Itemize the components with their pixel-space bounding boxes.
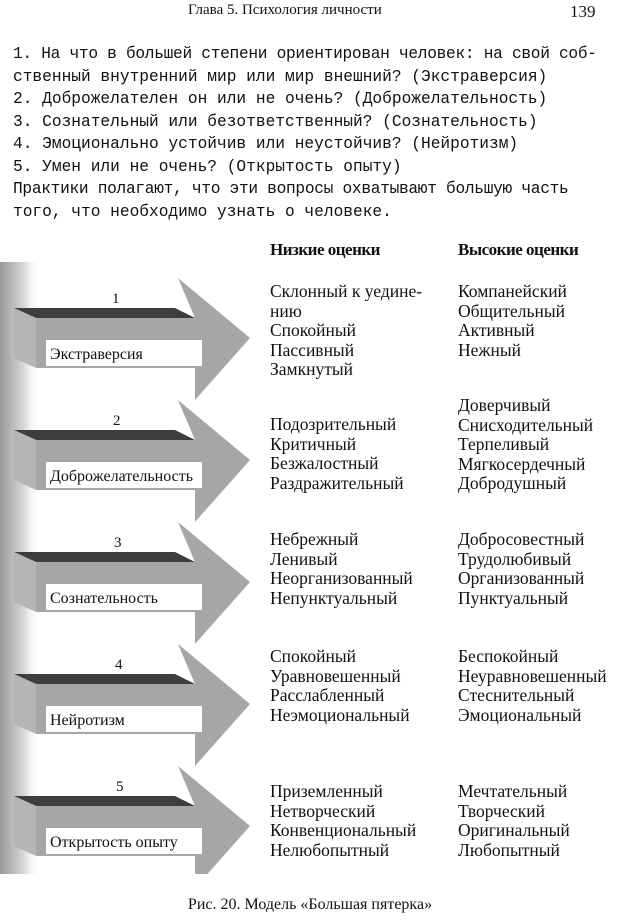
factor-label-box: [46, 584, 202, 610]
trait-item: Ленивый: [270, 548, 338, 569]
trait-item: Непунктуальный: [270, 587, 398, 608]
arrow-body: [36, 522, 250, 644]
trait-item: Уравновешенный: [270, 665, 401, 686]
trait-item: Организованный: [458, 568, 585, 589]
trait-item: Оригинальный: [458, 820, 570, 841]
trait-item: Замкнутый: [270, 359, 353, 380]
body-line: 1. На что в большей степени ориентирован…: [13, 45, 597, 63]
trait-item: Беспокойный: [458, 646, 559, 666]
arrow-side-face: [14, 674, 36, 734]
factor-name: Доброжелательность: [50, 468, 193, 485]
trait-item: Снисходительный: [458, 414, 594, 435]
trait-item: Любопытный: [458, 839, 560, 860]
trait-item: Подозрительный: [270, 414, 397, 434]
body-line: 5. Умен или не очень? (Открытость опыту): [13, 157, 402, 176]
trait-item: нию: [270, 300, 302, 321]
trait-item: Неэмоциональный: [270, 704, 410, 725]
trait-item: Добродушный: [458, 473, 567, 494]
trait-item: Неорганизованный: [270, 568, 413, 589]
trait-item: Нетворческий: [270, 800, 376, 821]
trait-item: Небрежный: [270, 529, 359, 549]
body-line: того, что необходимо узнать о человеке.: [13, 202, 392, 221]
arrow-top-face: [14, 552, 195, 562]
factor-name: Нейротизм: [50, 712, 125, 729]
trait-item: Творческий: [458, 800, 546, 821]
arrow-top-face: [14, 430, 195, 440]
body-line: 2. Доброжелателен он или не очень? (Добр…: [13, 90, 548, 108]
trait-item: Общительный: [458, 300, 565, 321]
high-scores-heading: Высокие оценки: [458, 240, 579, 259]
factor-number: 3: [114, 535, 122, 551]
factor-number: 2: [113, 413, 121, 429]
trait-item: Раздражительный: [270, 472, 404, 493]
body-line: Практики полагают, что эти вопросы охват…: [13, 180, 569, 198]
trait-item: Стеснительный: [458, 685, 575, 706]
factor-label-box: [46, 340, 202, 366]
trait-item: Критичный: [270, 433, 357, 454]
arrow-top-face: [14, 308, 195, 318]
trait-item: Добросовестный: [458, 529, 585, 549]
trait-item: Нелюбопытный: [270, 839, 390, 860]
trait-item: Расслабленный: [270, 685, 385, 706]
trait-item: Безжалостный: [270, 453, 379, 474]
figure-caption: Рис. 20. Модель «Большая пятерка»: [187, 896, 433, 913]
trait-item: Активный: [458, 320, 535, 341]
running-title: Глава 5. Психология личности: [188, 2, 382, 18]
trait-item: Терпеливый: [458, 434, 550, 455]
trait-item: Мягкосердечный: [458, 453, 586, 474]
factor-label-box: [46, 706, 202, 732]
trait-item: Доверчивый: [458, 395, 551, 415]
trait-item: Нежный: [458, 339, 521, 360]
factor-number: 4: [115, 657, 123, 673]
trait-item: Компанейский: [458, 281, 567, 301]
trait-item: Мечтательный: [458, 781, 568, 801]
arrow-body: [36, 644, 250, 766]
arrow-body: [36, 400, 250, 522]
factor-number: 1: [112, 291, 120, 307]
factor-label-box: [46, 828, 202, 854]
arrow-top-face: [14, 674, 195, 684]
trait-item: Эмоциональный: [458, 704, 582, 725]
body-line: 3. Сознательный или безответственный? (С…: [13, 112, 538, 131]
trait-item: Неуравновешенный: [458, 665, 607, 686]
factor-label-box: [46, 462, 202, 488]
trait-item: Трудолюбивый: [458, 548, 572, 569]
body-line: 4. Эмоционально устойчив или неустойчив?…: [13, 135, 519, 153]
arrow-side-face: [14, 552, 36, 612]
trait-item: Конвенциональный: [270, 820, 417, 841]
page-number: 139: [570, 2, 596, 21]
trait-item: Спокойный: [270, 646, 357, 666]
factor-name: Сознательность: [50, 590, 158, 607]
low-scores-heading: Низкие оценки: [270, 240, 380, 259]
arrow-body: [36, 766, 250, 874]
factor-name: Открытость опыту: [50, 834, 178, 851]
arrow-side-face: [14, 430, 36, 490]
trait-item: Пунктуальный: [458, 587, 569, 608]
arrow-side-face: [14, 796, 36, 856]
trait-item: Склонный к уедине-: [270, 281, 423, 301]
body-line: ственный внутренний мир или мир внешний?…: [13, 67, 548, 86]
trait-item: Спокойный: [270, 320, 357, 341]
arrow-top-face: [14, 796, 195, 806]
trait-item: Приземленный: [270, 781, 383, 801]
factor-name: Экстраверсия: [50, 346, 144, 363]
arrow-side-face: [14, 308, 36, 368]
trait-item: Пассивный: [270, 339, 355, 360]
factor-number: 5: [116, 779, 124, 795]
arrow-body: [36, 278, 250, 400]
